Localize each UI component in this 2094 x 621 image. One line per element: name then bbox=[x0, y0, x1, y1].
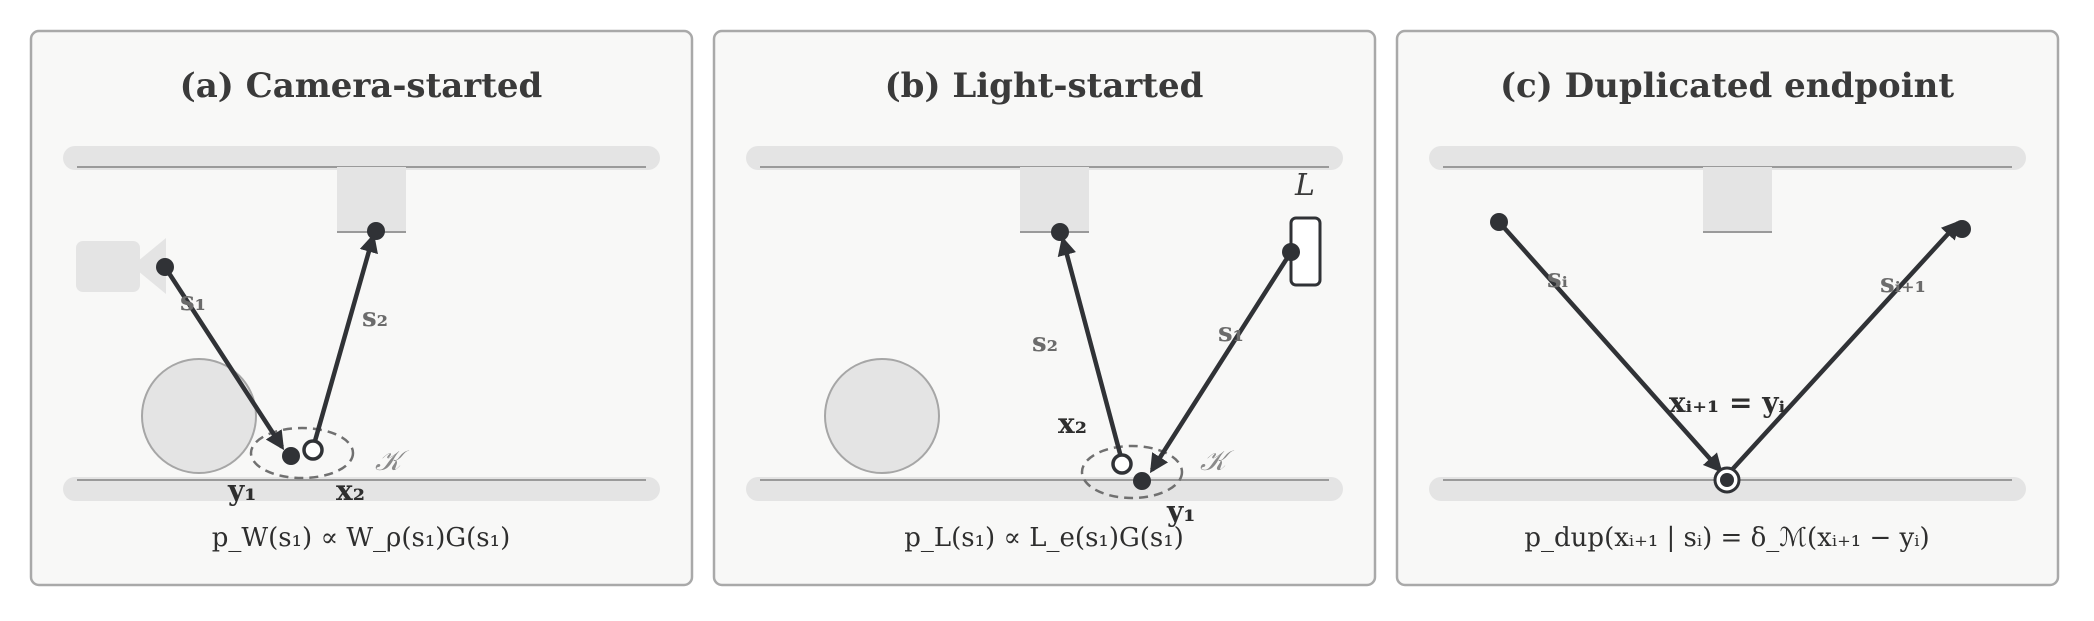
vertex-right bbox=[1953, 220, 1971, 238]
label-s1: s₁ bbox=[1218, 318, 1244, 348]
ceiling-block bbox=[1020, 167, 1089, 232]
sphere-object bbox=[824, 358, 940, 474]
kernel-ellipse bbox=[1080, 444, 1184, 500]
panel-title: (a) Camera-started bbox=[180, 66, 543, 106]
label-si1: sᵢ₊₁ bbox=[1880, 269, 1926, 299]
label-s1: s₁ bbox=[180, 287, 206, 317]
label-y1: y₁ bbox=[227, 474, 257, 507]
ray-s2 bbox=[310, 233, 378, 449]
label-si: sᵢ bbox=[1547, 264, 1568, 294]
ray-s1 bbox=[1149, 250, 1293, 474]
ray-si1 bbox=[1727, 220, 1961, 475]
ray-s2 bbox=[1057, 236, 1125, 462]
formula: p_W(s₁) ∝ W_ρ(s₁)G(s₁) bbox=[212, 523, 510, 553]
panel-title: (c) Duplicated endpoint bbox=[1500, 66, 1954, 106]
label-x2: x₂ bbox=[1058, 407, 1087, 440]
vertex-left bbox=[1490, 213, 1508, 231]
vertex-y1 bbox=[1133, 472, 1151, 490]
formula: p_dup(xᵢ₊₁ | sᵢ) = δ_ℳ(xᵢ₊₁ − yᵢ) bbox=[1524, 523, 1929, 553]
ceiling bbox=[746, 146, 1343, 170]
ray-s1 bbox=[163, 265, 285, 451]
panel-light-started: (b) Light-started L 𝒦 s₁ s₂ x₂ y₁ p_L(s₁… bbox=[712, 29, 1377, 587]
vertex-x2 bbox=[1111, 453, 1133, 475]
formula: p_L(s₁) ∝ L_e(s₁)G(s₁) bbox=[904, 523, 1184, 553]
panel-frame bbox=[1395, 29, 2060, 587]
duplicated-vertex-core bbox=[1720, 473, 1734, 487]
ceiling bbox=[1429, 146, 2026, 170]
panel-camera-started: (a) Camera-started 𝒦 s₁ s₂ y₁ x₂ p_W( bbox=[29, 29, 694, 587]
ceiling bbox=[63, 146, 660, 170]
floor bbox=[63, 477, 660, 501]
label-s2: s₂ bbox=[362, 303, 388, 333]
label-x2: x₂ bbox=[336, 474, 365, 507]
ceiling-vertex bbox=[1051, 223, 1069, 241]
floor bbox=[746, 477, 1343, 501]
panel-frame bbox=[712, 29, 1377, 587]
label-y1: y₁ bbox=[1166, 495, 1196, 528]
label-equation: xᵢ₊₁ = yᵢ bbox=[1669, 386, 1786, 419]
light-vertex bbox=[1282, 243, 1300, 261]
camera-vertex bbox=[156, 258, 174, 276]
panel-duplicated-endpoint: (c) Duplicated endpoint sᵢ sᵢ₊₁ xᵢ₊₁ = y… bbox=[1395, 29, 2060, 587]
vertex-x2 bbox=[302, 439, 324, 461]
label-s2: s₂ bbox=[1032, 328, 1058, 358]
kernel-ellipse bbox=[249, 426, 355, 480]
ceiling-block bbox=[337, 167, 406, 232]
camera-icon bbox=[76, 238, 166, 294]
ray-si bbox=[1497, 220, 1723, 473]
light-label: L bbox=[1294, 168, 1315, 203]
ceiling-vertex bbox=[367, 222, 385, 240]
vertex-y1 bbox=[282, 447, 300, 465]
ceiling-block bbox=[1703, 167, 1772, 232]
sphere-object bbox=[141, 358, 257, 474]
panel-title: (b) Light-started bbox=[885, 66, 1204, 106]
